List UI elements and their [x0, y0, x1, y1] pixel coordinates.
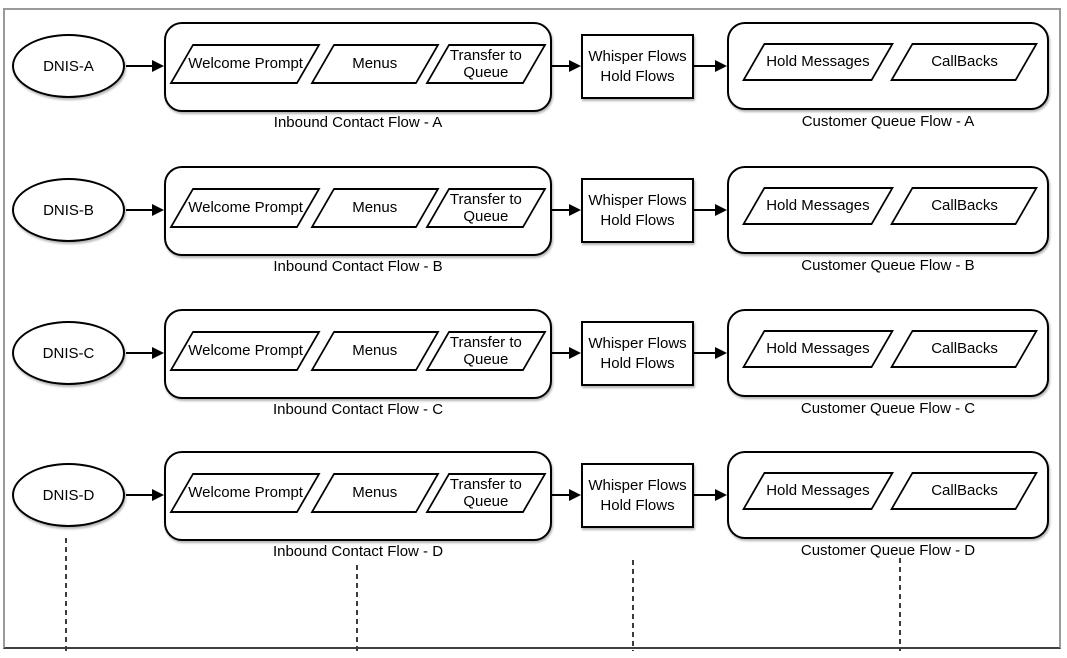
hold-flows-label: Hold Flows — [600, 354, 675, 372]
whisper-flows-label: Whisper Flows — [588, 192, 687, 210]
menus-label: Menus — [352, 342, 398, 360]
customer-queue-flow-container: Hold Messages CallBacks — [727, 309, 1049, 397]
menus-label: Menus — [352, 199, 398, 217]
customer-queue-flow-container: Hold Messages CallBacks — [727, 451, 1049, 539]
queue-flow-label: Customer Queue Flow - A — [801, 113, 975, 130]
inbound-flow-label: Inbound Contact Flow - B — [273, 258, 443, 275]
callbacks-label: CallBacks — [930, 482, 998, 500]
arrow-whisper-to-queue — [693, 489, 727, 501]
arrow-inbound-to-whisper — [552, 60, 581, 72]
transfer-to-queue-label: Transfer to Queue — [450, 475, 522, 510]
hold-messages-step: Hold Messages — [742, 330, 894, 368]
arrow-dnis-to-inbound — [126, 489, 164, 501]
diagram-border — [3, 8, 1061, 649]
welcome-prompt-label: Welcome Prompt — [187, 342, 303, 360]
welcome-prompt-step: Welcome Prompt — [169, 44, 321, 84]
callbacks-step: CallBacks — [890, 43, 1038, 81]
callbacks-step: CallBacks — [890, 472, 1038, 510]
hold-flows-label: Hold Flows — [600, 211, 675, 229]
arrow-whisper-to-queue — [693, 204, 727, 216]
transfer-to-queue-label: Transfer to Queue — [450, 46, 522, 81]
arrow-whisper-to-queue — [693, 347, 727, 359]
hold-messages-label: Hold Messages — [766, 53, 870, 71]
queue-flow-label: Customer Queue Flow - C — [800, 400, 976, 417]
menus-step: Menus — [310, 44, 440, 84]
dashed-continuation-line-queue-flow — [899, 558, 901, 651]
dnis-c-ellipse: DNIS-C — [12, 321, 125, 385]
inbound-contact-flow-container: Welcome Prompt Menus Transfer to Queue — [164, 22, 552, 112]
queue-flow-label: Customer Queue Flow - B — [801, 257, 975, 274]
menus-label: Menus — [352, 55, 398, 73]
dnis-a-ellipse: DNIS-A — [12, 34, 125, 98]
welcome-prompt-label: Welcome Prompt — [187, 55, 303, 73]
callbacks-label: CallBacks — [930, 53, 998, 71]
whisper-flows-label: Whisper Flows — [588, 477, 687, 495]
transfer-to-queue-step: Transfer to Queue — [425, 473, 547, 513]
flow-row-c: DNIS-C Welcome Prompt Menus Transfer to … — [0, 287, 1067, 419]
arrow-inbound-to-whisper — [552, 347, 581, 359]
welcome-prompt-step: Welcome Prompt — [169, 188, 321, 228]
hold-flows-label: Hold Flows — [600, 496, 675, 514]
dashed-continuation-line-whisper — [632, 560, 634, 651]
dnis-d-label: DNIS-D — [42, 486, 95, 504]
hold-messages-label: Hold Messages — [766, 197, 870, 215]
arrow-inbound-to-whisper — [552, 204, 581, 216]
inbound-contact-flow-container: Welcome Prompt Menus Transfer to Queue — [164, 166, 552, 256]
inbound-contact-flow-container: Welcome Prompt Menus Transfer to Queue — [164, 309, 552, 399]
callbacks-step: CallBacks — [890, 330, 1038, 368]
hold-messages-step: Hold Messages — [742, 43, 894, 81]
arrow-dnis-to-inbound — [126, 60, 164, 72]
arrow-inbound-to-whisper — [552, 489, 581, 501]
whisper-hold-flows-box: Whisper Flows Hold Flows — [581, 178, 694, 243]
whisper-hold-flows-box: Whisper Flows Hold Flows — [581, 321, 694, 386]
queue-flow-label: Customer Queue Flow - D — [800, 542, 976, 559]
inbound-flow-label: Inbound Contact Flow - A — [273, 114, 443, 131]
whisper-hold-flows-box: Whisper Flows Hold Flows — [581, 34, 694, 99]
arrow-dnis-to-inbound — [126, 347, 164, 359]
hold-messages-label: Hold Messages — [766, 340, 870, 358]
welcome-prompt-label: Welcome Prompt — [187, 484, 303, 502]
hold-messages-step: Hold Messages — [742, 472, 894, 510]
flow-row-a: DNIS-A Welcome Prompt Menus Transfer to … — [0, 0, 1067, 132]
callbacks-step: CallBacks — [890, 187, 1038, 225]
welcome-prompt-step: Welcome Prompt — [169, 473, 321, 513]
transfer-to-queue-label: Transfer to Queue — [450, 333, 522, 368]
dashed-continuation-line-dnis — [65, 538, 67, 654]
inbound-flow-label: Inbound Contact Flow - D — [272, 543, 444, 560]
inbound-flow-label: Inbound Contact Flow - C — [272, 401, 444, 418]
arrow-dnis-to-inbound — [126, 204, 164, 216]
transfer-to-queue-step: Transfer to Queue — [425, 331, 547, 371]
menus-step: Menus — [310, 331, 440, 371]
menus-step: Menus — [310, 188, 440, 228]
transfer-to-queue-step: Transfer to Queue — [425, 188, 547, 228]
dnis-c-label: DNIS-C — [42, 344, 95, 362]
hold-messages-label: Hold Messages — [766, 482, 870, 500]
dnis-b-ellipse: DNIS-B — [12, 178, 125, 242]
welcome-prompt-label: Welcome Prompt — [187, 199, 303, 217]
callbacks-label: CallBacks — [930, 197, 998, 215]
inbound-contact-flow-container: Welcome Prompt Menus Transfer to Queue — [164, 451, 552, 541]
arrow-whisper-to-queue — [693, 60, 727, 72]
dnis-b-label: DNIS-B — [43, 201, 94, 219]
whisper-flows-label: Whisper Flows — [588, 48, 687, 66]
hold-messages-step: Hold Messages — [742, 187, 894, 225]
flow-row-b: DNIS-B Welcome Prompt Menus Transfer to … — [0, 144, 1067, 276]
transfer-to-queue-step: Transfer to Queue — [425, 44, 547, 84]
menus-step: Menus — [310, 473, 440, 513]
dnis-d-ellipse: DNIS-D — [12, 463, 125, 527]
hold-flows-label: Hold Flows — [600, 67, 675, 85]
dnis-a-label: DNIS-A — [43, 57, 94, 75]
customer-queue-flow-container: Hold Messages CallBacks — [727, 22, 1049, 110]
welcome-prompt-step: Welcome Prompt — [169, 331, 321, 371]
menus-label: Menus — [352, 484, 398, 502]
whisper-flows-label: Whisper Flows — [588, 335, 687, 353]
dashed-continuation-line-inbound-flow — [356, 565, 358, 651]
callbacks-label: CallBacks — [930, 340, 998, 358]
transfer-to-queue-label: Transfer to Queue — [450, 190, 522, 225]
flow-row-d: DNIS-D Welcome Prompt Menus Transfer to … — [0, 429, 1067, 561]
whisper-hold-flows-box: Whisper Flows Hold Flows — [581, 463, 694, 528]
customer-queue-flow-container: Hold Messages CallBacks — [727, 166, 1049, 254]
